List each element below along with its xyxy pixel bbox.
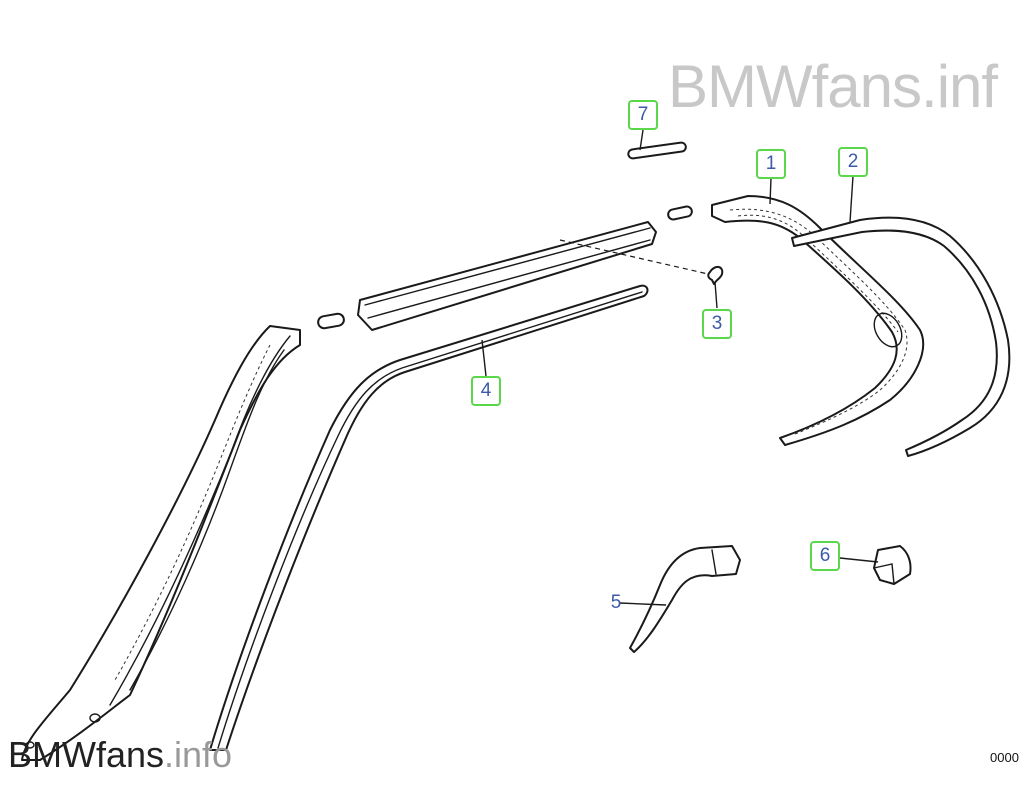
part-1-rear-trim <box>711 195 925 446</box>
roof-rail-trim <box>357 221 657 331</box>
part-2-outer-rail <box>791 216 1011 457</box>
callout-1[interactable]: 1 <box>756 149 786 179</box>
watermark-suffix: .info <box>164 734 233 775</box>
callout-leaders <box>481 129 879 606</box>
part-4-seal-strip <box>209 284 649 751</box>
watermark-top: BMWfans.inf <box>668 53 998 120</box>
part-7-strip <box>627 141 687 160</box>
callout-4[interactable]: 4 <box>471 376 501 406</box>
watermark-brand: BMWfans <box>8 734 165 775</box>
a-pillar-trim <box>21 325 301 761</box>
part-6-end-cap <box>873 545 912 585</box>
callout-5[interactable]: 5 <box>610 592 622 613</box>
callout-2[interactable]: 2 <box>838 147 868 177</box>
catalog-code: 0000 <box>990 750 1019 765</box>
callout-6[interactable]: 6 <box>810 541 840 571</box>
part-5-hook-trim <box>629 545 741 653</box>
watermark-bottom: BMWfans.info <box>8 734 232 776</box>
connector-clips <box>317 205 693 330</box>
callout-3[interactable]: 3 <box>702 309 732 339</box>
callout-7[interactable]: 7 <box>628 100 658 130</box>
part-3-bolt <box>559 239 724 285</box>
